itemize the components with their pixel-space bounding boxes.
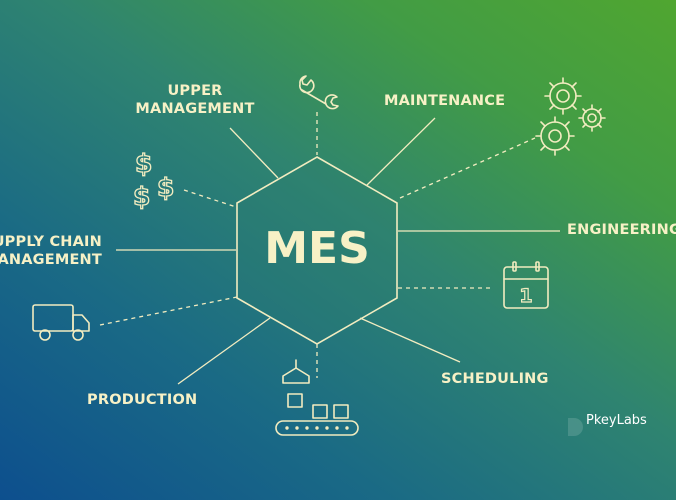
truck-icon <box>32 304 90 341</box>
brand-name: PkeyLabs <box>586 413 647 428</box>
node-label-supply-chain: SUPPLY CHAIN MANAGEMENT <box>0 234 102 268</box>
node-label-production: PRODUCTION <box>87 392 198 408</box>
connectors <box>99 112 560 385</box>
brand-logo-icon <box>568 418 583 436</box>
gears-icon <box>535 77 606 156</box>
connector-scheduling <box>359 317 461 363</box>
connector-upper-management <box>229 127 279 179</box>
dollar-signs-icon: $ $ $ <box>132 148 175 211</box>
dollar-sign-top: $ <box>135 149 152 178</box>
dollar-sign-bottom-right: $ <box>157 173 174 202</box>
node-label-scheduling: SCHEDULING <box>441 371 549 387</box>
connector-finance <box>183 189 237 208</box>
core-hexagon <box>236 156 398 345</box>
node-label-engineering: ENGINEERING <box>567 222 676 238</box>
wrench-icon <box>299 75 339 110</box>
connector-maintenance <box>366 117 436 186</box>
connector-truck <box>99 296 238 326</box>
core-label: MES <box>264 223 370 274</box>
calendar-day: 1 <box>519 285 532 307</box>
node-label-upper-management: UPPER MANAGEMENT <box>135 83 255 117</box>
calendar-icon: 1 <box>503 261 549 309</box>
dollar-sign-bottom-left: $ <box>133 182 150 211</box>
conveyor-icon <box>275 359 359 436</box>
node-label-maintenance: MAINTENANCE <box>384 93 506 109</box>
connector-production <box>177 317 271 385</box>
connector-gears <box>399 137 536 199</box>
